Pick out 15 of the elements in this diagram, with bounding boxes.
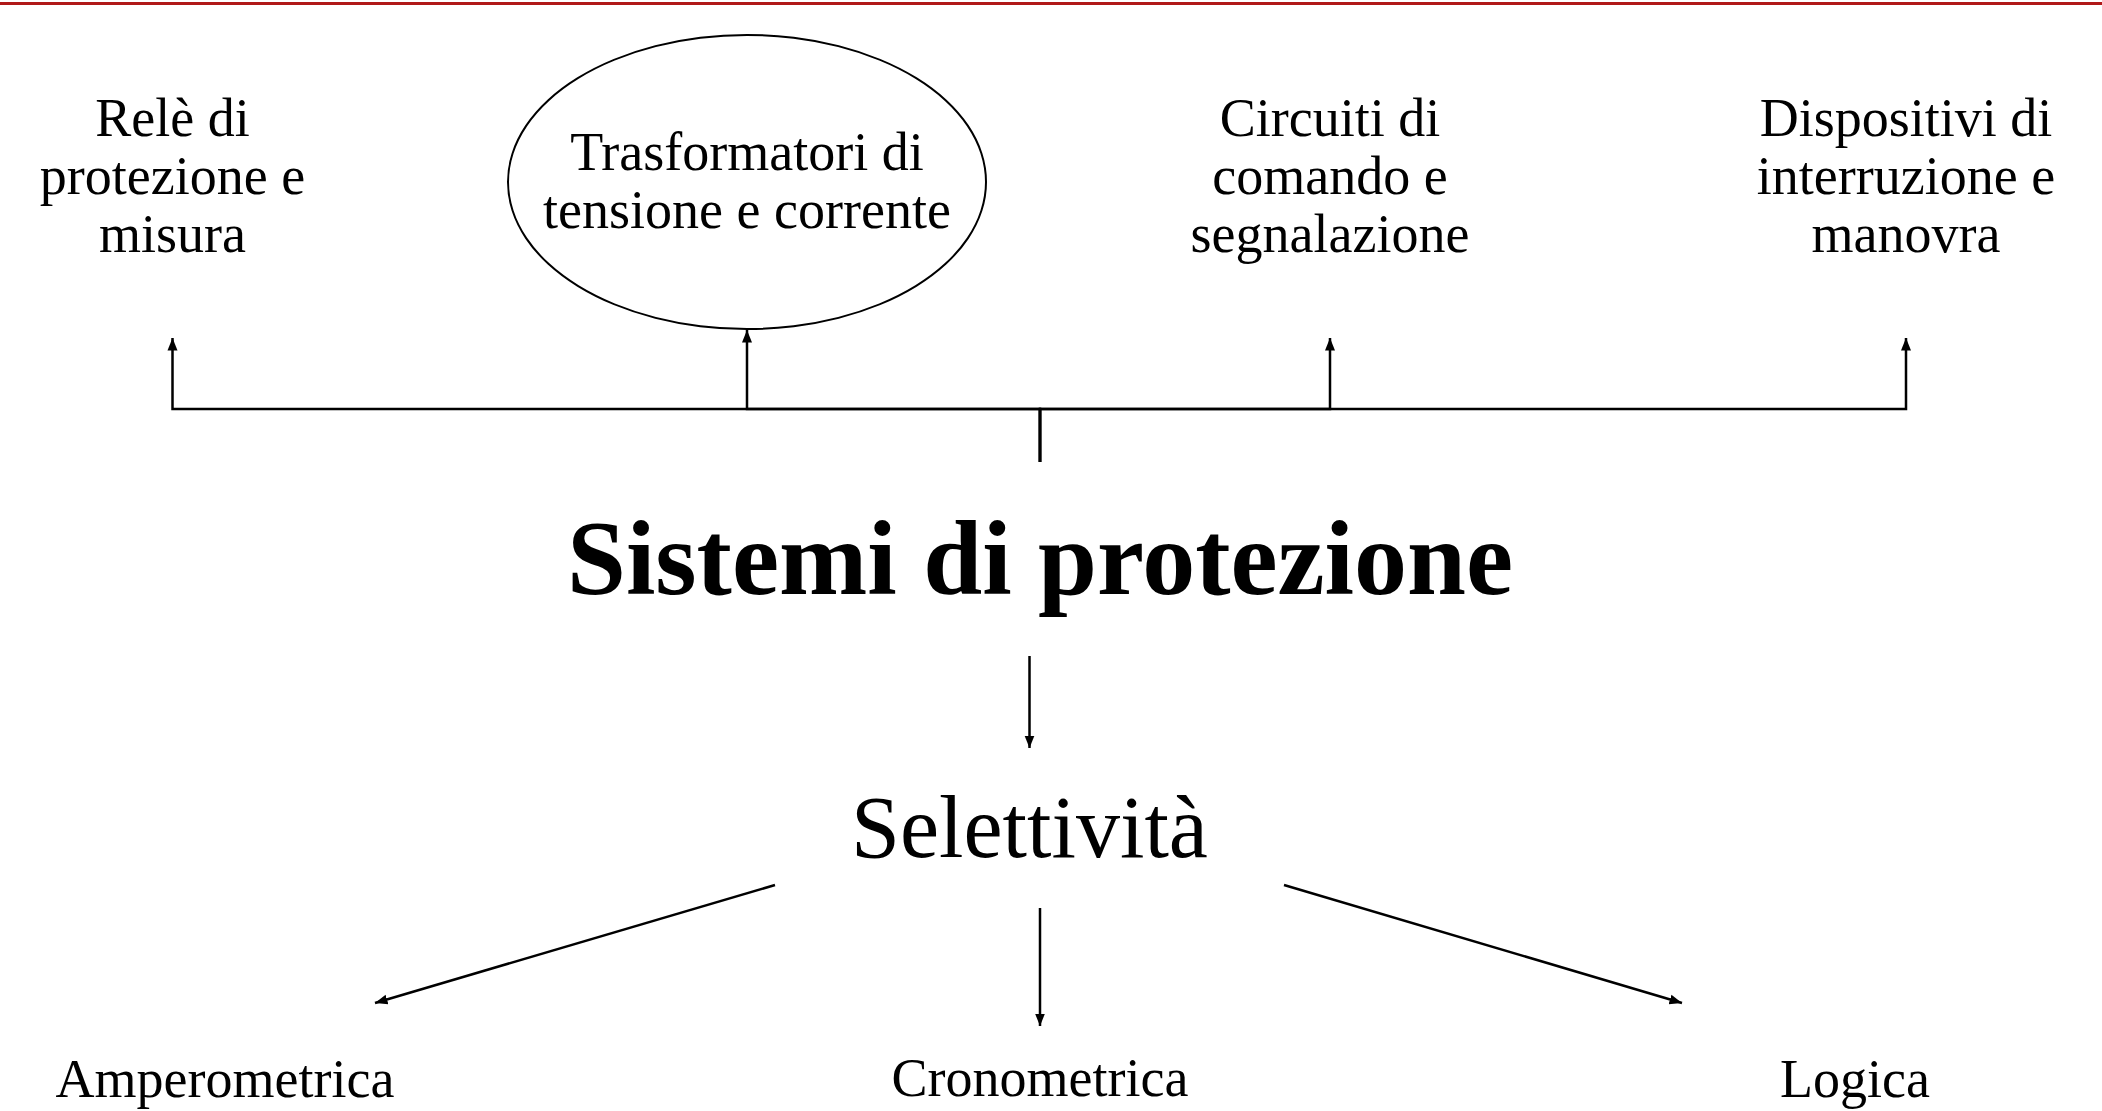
node-label: Selettività: [851, 780, 1208, 876]
node-label: Logica: [1780, 1051, 1930, 1109]
node-label: Amperometrica: [55, 1051, 395, 1109]
arrow: [1035, 908, 1045, 1026]
node-label: Circuiti di comando e segnalazione: [1189, 90, 1471, 264]
node-label: Dispositivi di interruzione e manovra: [1755, 90, 2057, 264]
arrow: [1283, 883, 1683, 1005]
arrow: [1024, 656, 1035, 748]
node-label: Trasformatori di tensione e corrente: [542, 124, 952, 240]
arrow: [1038, 338, 1911, 462]
heading-text: Sistemi di protezione: [566, 499, 1514, 620]
arrow: [374, 883, 776, 1005]
ellipse-outline: [507, 34, 987, 330]
node-label: Relè di protezione e misura: [38, 90, 307, 264]
node-label: Cronometrica: [891, 1050, 1189, 1108]
